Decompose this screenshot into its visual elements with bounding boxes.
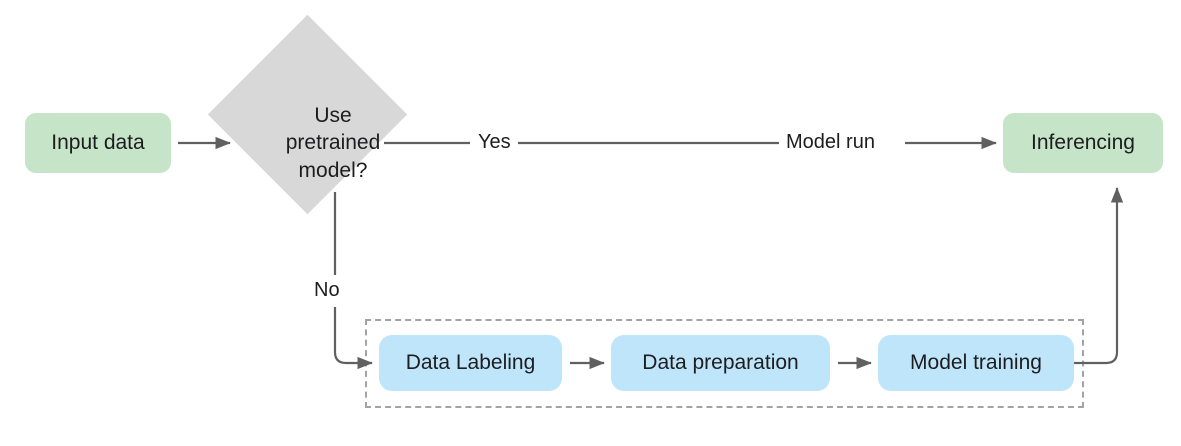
node-data-labeling[interactable]: Data Labeling	[379, 335, 562, 391]
node-decision-label-line3: model?	[298, 158, 368, 182]
node-decision-label-line1: Use	[314, 104, 352, 128]
node-inferencing-label: Inferencing	[1031, 131, 1135, 154]
node-model-training[interactable]: Model training	[878, 335, 1074, 391]
edge-label-no: No	[314, 279, 340, 301]
node-data-labeling-label: Data Labeling	[405, 351, 536, 374]
edge-label-yes: Yes	[471, 131, 518, 154]
node-input-data-label: Input data	[51, 131, 145, 154]
edge-label-model-run: Model run	[779, 131, 882, 154]
node-input-data[interactable]: Input data	[25, 113, 171, 173]
edge-training-to-inferencing	[1074, 187, 1124, 365]
node-model-training-label: Model training	[910, 351, 1042, 374]
node-inferencing[interactable]: Inferencing	[1003, 113, 1163, 173]
node-data-preparation-label: Data preparation	[642, 351, 799, 374]
node-decision-use-pretrained-model[interactable]: Use pretrained model?	[248, 84, 418, 202]
node-decision-label-line2: pretrained	[285, 131, 381, 155]
edge-no-to-data-labeling	[333, 307, 373, 370]
node-data-preparation[interactable]: Data preparation	[611, 335, 830, 391]
